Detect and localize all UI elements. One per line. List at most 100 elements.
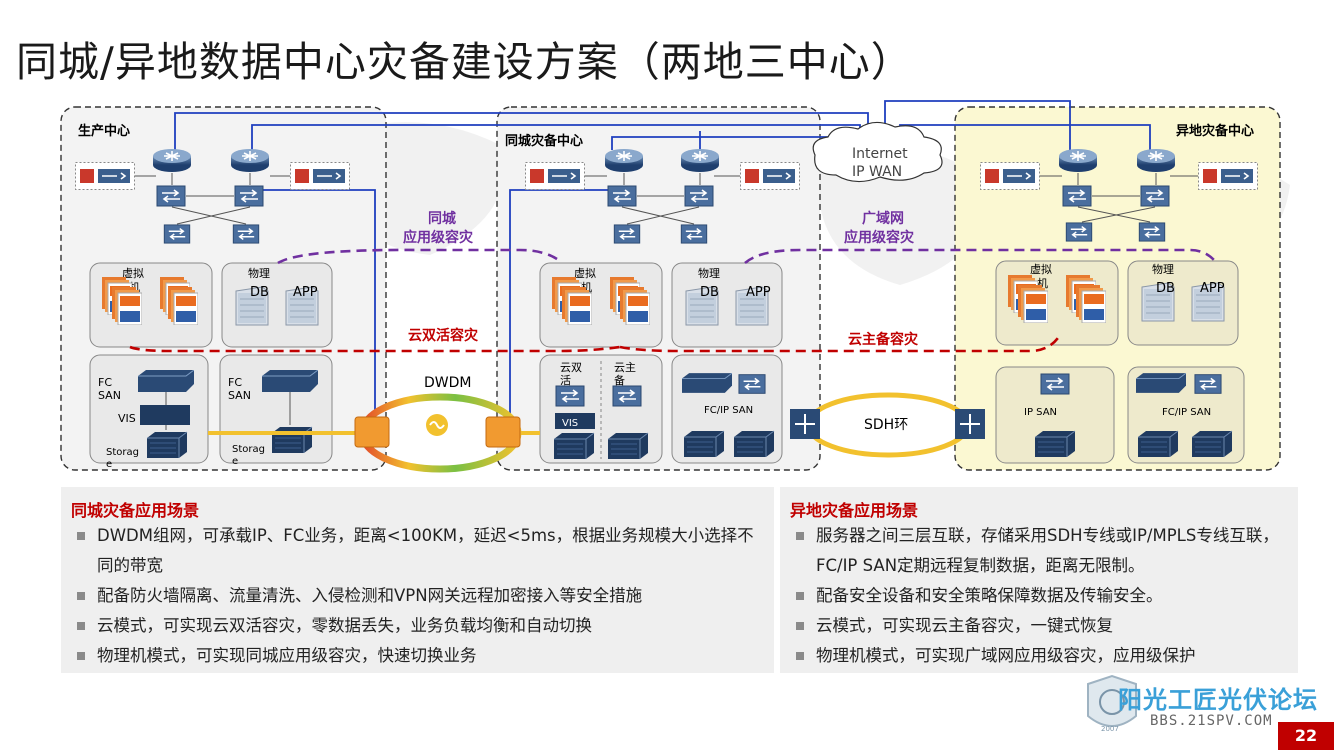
fc-ip-san-label: FC/IP SAN [704, 405, 753, 416]
cloud-standby-tag-1: 云主 [614, 361, 636, 374]
cloud-active-dr-label: 云双活容灾 [408, 327, 479, 344]
vm-icon [562, 287, 592, 325]
router-icon [604, 148, 644, 173]
firewall-icon [740, 162, 800, 190]
fc-san-label-1: FC [228, 376, 242, 389]
dwdm-device-icon [354, 416, 390, 448]
cloud-active-tag-2: 活 [560, 374, 571, 387]
san-switch-icon [138, 370, 194, 392]
remote-panel: 异地灾备应用场景 服务器之间三层互联，存储采用SDH专线或IP/MPLS专线互联… [780, 487, 1298, 673]
firewall-icon [980, 162, 1040, 190]
san-switch-icon [738, 373, 766, 395]
firewall-icon [525, 162, 585, 190]
app-label: APP [293, 285, 318, 300]
vm-icon [1076, 285, 1106, 323]
san-switch-icon [262, 370, 318, 392]
app-label: APP [746, 285, 771, 300]
router-icon [680, 148, 720, 173]
wan-blue-links [174, 100, 1151, 415]
remote-storage: IP SAN FC/IP SAN [995, 366, 1245, 464]
router-icon [1136, 148, 1176, 173]
core-switch-icon [234, 185, 264, 207]
vm-label-b: 机 [1037, 276, 1048, 290]
dr-topology-diagram: 生产中心 同城灾备中心 异地灾备中心 Internet IP WAN [60, 100, 1290, 473]
fc-san-label-2: SAN [228, 389, 251, 402]
production-network [75, 148, 350, 244]
site-title-same-city: 同城灾备中心 [505, 133, 583, 149]
san-switch-icon [1136, 373, 1186, 393]
same-city-storage: 云双 活 云主 备 VIS FC/IP SAN [539, 354, 783, 464]
access-switch-icon [1065, 222, 1093, 242]
same-city-servers: 虚拟 机 物理 DB APP [539, 262, 783, 348]
firewall-icon [75, 162, 135, 190]
core-switch-icon [607, 185, 637, 207]
cloud-active-tag-1: 云双 [560, 361, 582, 374]
storage-array-icon [683, 430, 725, 457]
list-item: 服务器之间三层互联，存储采用SDH专线或IP/MPLS专线互联，FC/IP SA… [794, 521, 1290, 581]
storage-array-icon [733, 430, 775, 457]
cloud-standby-dr-label: 云主备容灾 [848, 331, 919, 348]
same-city-bullets: DWDM组网，可承载IP、FC业务，距离<100KM，延迟<5ms，根据业务规模… [75, 521, 765, 671]
dwdm-device-icon [485, 416, 521, 448]
app-label: APP [1200, 281, 1225, 296]
db-label: DB [1156, 281, 1175, 296]
db-label: DB [700, 285, 719, 300]
vm-icon [112, 287, 142, 325]
access-switch-icon [1138, 222, 1166, 242]
cloud-line-1: Internet [852, 146, 908, 162]
site-title-production: 生产中心 [78, 123, 130, 139]
fc-ip-san-label: FC/IP SAN [1162, 407, 1211, 418]
storage-label-2: e [232, 456, 238, 467]
storage-label-2: e [106, 459, 112, 470]
ip-san-label: IP SAN [1024, 407, 1057, 418]
vm-label-a: 虚拟 [122, 266, 144, 280]
cloud-line-2: IP WAN [852, 164, 902, 180]
remote-panel-title: 异地灾备应用场景 [790, 501, 919, 520]
router-icon [152, 148, 192, 173]
core-switch-icon [1140, 185, 1170, 207]
vm-label-a: 虚拟 [1030, 262, 1052, 276]
cloud-standby-dr-link: 云主备容灾 [619, 331, 1062, 353]
sdh-label: SDH环 [864, 417, 908, 433]
san-switch-icon [555, 385, 585, 407]
remote-bullets: 服务器之间三层互联，存储采用SDH专线或IP/MPLS专线互联，FC/IP SA… [794, 521, 1290, 671]
production-storage: FC SAN VIS Storag e FC SAN Storag e [89, 354, 333, 470]
site-title-remote: 异地灾备中心 [1176, 123, 1254, 139]
list-item: 配备防火墙隔离、流量清洗、入侵检测和VPN网关远程加密接入等安全措施 [75, 581, 765, 611]
san-switch-icon [1194, 373, 1222, 395]
city-app-dr-link: 同城 应用级容灾 [277, 210, 561, 265]
wan-app-dr-link: 广域网 应用级容灾 [744, 210, 1216, 265]
storage-array-icon [1034, 430, 1076, 457]
vm-icon [1018, 285, 1048, 323]
vm-icon [620, 287, 650, 325]
access-switch-icon [680, 224, 708, 244]
physical-label: 物理 [248, 266, 270, 280]
list-item: 配备安全设备和安全策略保障数据及传输安全。 [794, 581, 1290, 611]
storage-array-icon [1137, 430, 1179, 457]
san-switch-icon [1040, 373, 1070, 395]
same-city-panel-title: 同城灾备应用场景 [71, 501, 200, 520]
dwdm-label: DWDM [424, 375, 471, 391]
storage-array-icon [146, 431, 188, 458]
list-item: DWDM组网，可承载IP、FC业务，距离<100KM，延迟<5ms，根据业务规模… [75, 521, 765, 581]
fc-san-label-2: SAN [98, 389, 121, 402]
logo-url: BBS.21SPV.COM [1150, 713, 1273, 729]
list-item: 物理机模式，可实现广域网应用级容灾，应用级保护 [794, 641, 1290, 671]
logo-year: 2007 [1101, 725, 1119, 733]
page-number: 22 [1278, 722, 1334, 750]
core-switch-icon [156, 185, 186, 207]
remote-network [980, 148, 1258, 242]
physical-label: 物理 [698, 266, 720, 280]
firewall-icon [290, 162, 350, 190]
logo-name: 阳光工匠光伏论坛 [1118, 686, 1318, 714]
vm-label-b: 机 [581, 280, 592, 294]
router-icon [1058, 148, 1098, 173]
wan-app-dr-label-2: 应用级容灾 [844, 229, 915, 246]
production-servers: 虚拟 机 物理 DB APP [89, 262, 333, 348]
page-title: 同城/异地数据中心灾备建设方案（两地三中心） [16, 38, 913, 86]
san-switch-icon [682, 373, 732, 393]
wan-app-dr-label-1: 广域网 [862, 210, 904, 227]
vm-icon [168, 287, 198, 325]
vis-label: VIS [562, 418, 578, 429]
storage-array-icon [271, 426, 313, 453]
